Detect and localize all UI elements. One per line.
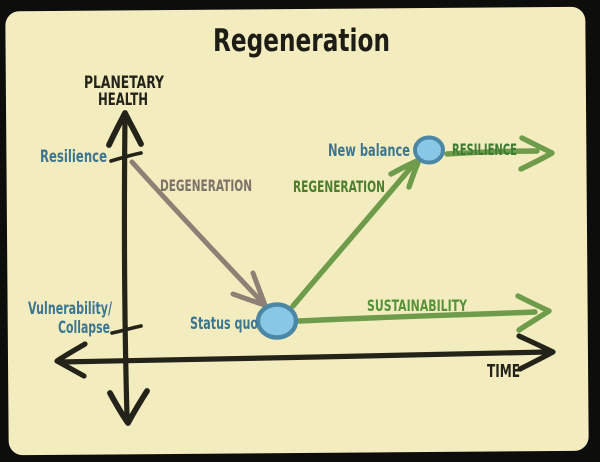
vulnerability-tick: [110, 324, 143, 335]
regeneration-label: REGENERATION: [293, 177, 385, 196]
x-axis-left-arrowhead-icon: [54, 341, 88, 379]
diagram-title: Regeneration: [213, 23, 390, 59]
x-axis-line: [57, 349, 550, 365]
x-axis-right-arrowhead-icon: [516, 333, 556, 372]
y-axis-label-line1: PLANETARY: [84, 73, 164, 93]
resilience-label: RESILIENCE: [452, 140, 517, 159]
resilience-arrowhead-icon: [518, 135, 555, 172]
resilience-tick-label: Resilience: [40, 147, 107, 167]
status-quo-node: [255, 302, 299, 340]
degeneration-arrow: [129, 159, 268, 308]
x-axis-label: TIME: [487, 361, 520, 382]
green-arrows-group: [290, 135, 555, 333]
vulnerability-tick-label-line1: Vulnerability/: [28, 299, 113, 319]
new-balance-label: New balance: [328, 141, 410, 161]
paper-background: [5, 6, 589, 456]
vulnerability-tick-label-line2: Collapse: [58, 318, 110, 338]
y-axis-line: [121, 113, 130, 419]
sustainability-arrow-line: [296, 309, 538, 324]
degeneration-label: DEGENERATION: [160, 176, 252, 195]
new-balance-node: [413, 135, 445, 165]
degeneration-arrow-line: [129, 159, 264, 304]
sustainability-label: SUSTAINABILITY: [367, 296, 467, 315]
resilience-arrow-line: [444, 148, 540, 157]
regeneration-arrow-line: [290, 162, 416, 309]
y-axis-top-arrowhead-icon: [106, 110, 144, 148]
y-axis-bottom-arrowhead-icon: [107, 388, 150, 426]
axes-group: [54, 110, 556, 426]
sustainability-arrowhead-icon: [515, 293, 552, 333]
resilience-tick: [109, 151, 143, 163]
status-quo-label: Status quo: [190, 314, 258, 334]
degeneration-arrowhead-icon: [230, 270, 268, 308]
y-axis-label-line2: HEALTH: [98, 90, 148, 110]
nodes-group: [255, 135, 445, 340]
